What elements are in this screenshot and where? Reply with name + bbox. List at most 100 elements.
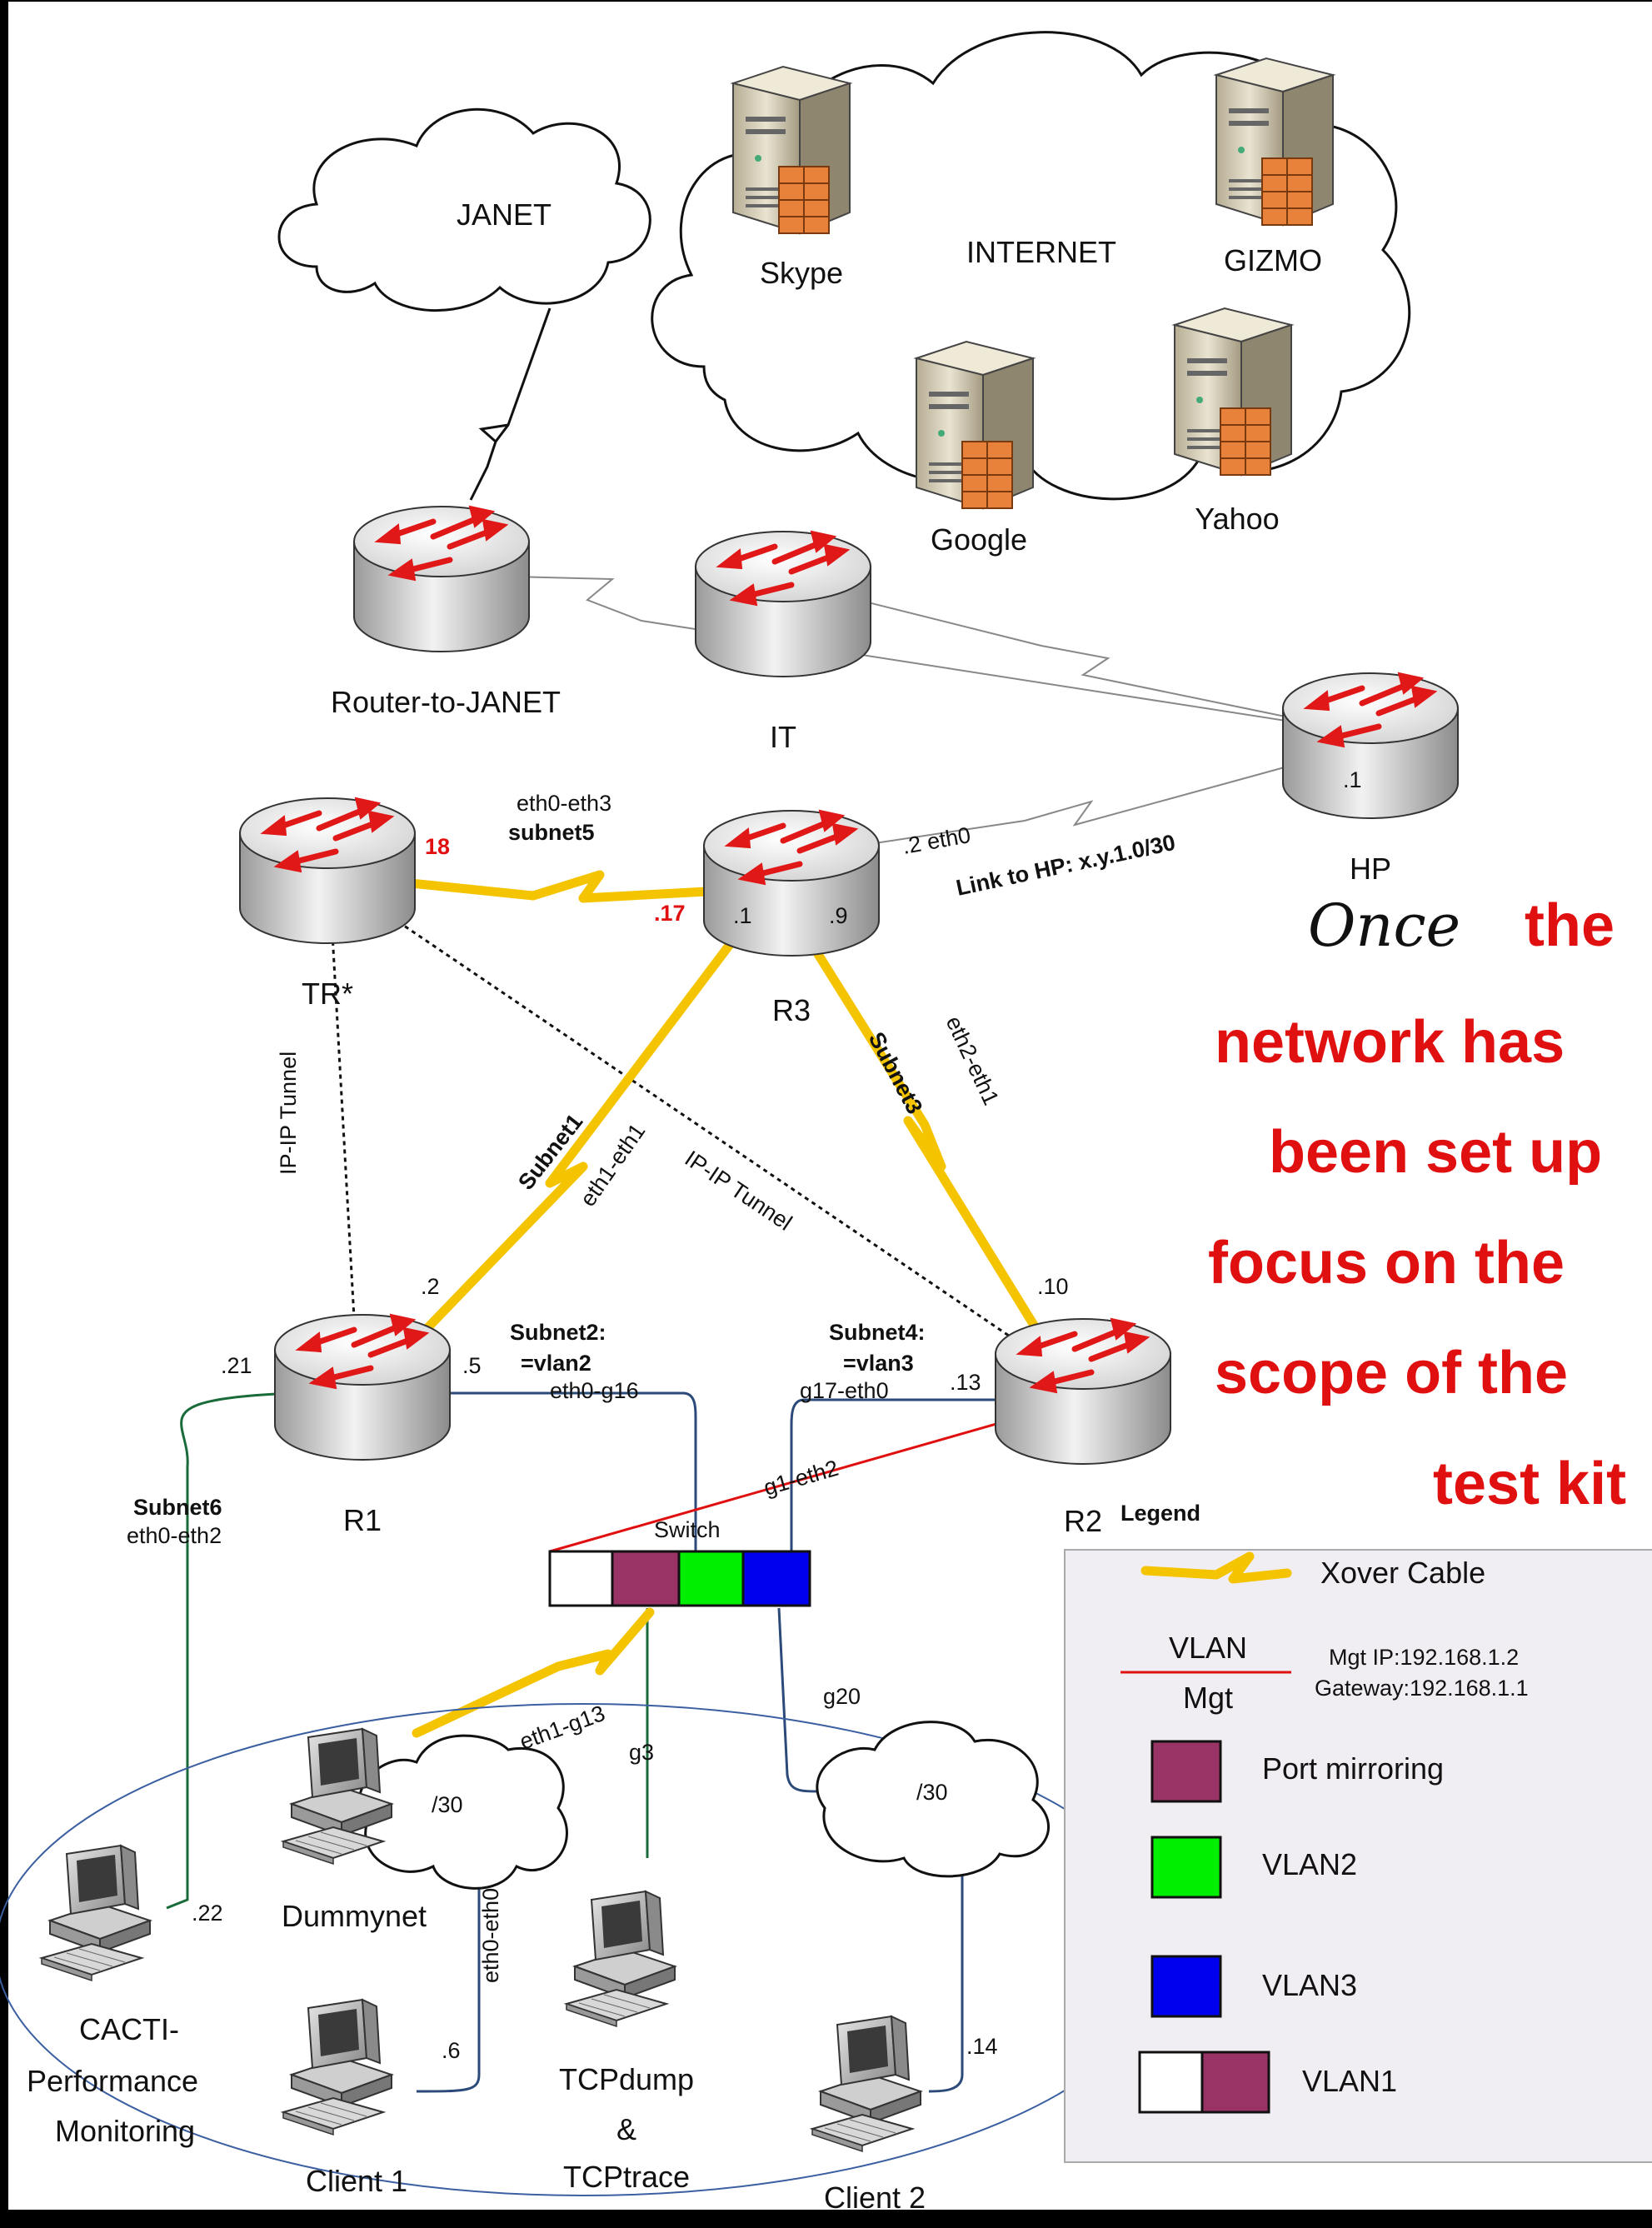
subnet2-link [433, 1391, 697, 1566]
vlan2-label: =vlan2 [521, 1351, 591, 1376]
yahoo-server-icon [1174, 307, 1292, 476]
tcpdump-label-line2: & [616, 2112, 636, 2146]
cacti-label-line1: CACTI- [79, 2012, 179, 2046]
legend-xover-label: Xover Cable [1320, 1556, 1485, 1590]
callout-line1: the [1525, 892, 1615, 959]
callout-once: Once [1308, 892, 1460, 960]
tcpdump-label-line1: TCPdump [559, 2062, 694, 2096]
legend-vlan1-swatch [1138, 2051, 1270, 2114]
switch-icon [548, 1550, 811, 1607]
legend-port-mirroring-swatch [1150, 1740, 1222, 1803]
dummynet-label: Dummynet [282, 1899, 427, 1933]
subnet5-label: subnet5 [508, 820, 595, 845]
legend-title: Legend [1120, 1501, 1200, 1526]
cacti-if-label: .22 [192, 1901, 223, 1926]
callout-line2: network has [1215, 1009, 1565, 1076]
xover-links [324, 870, 1080, 1738]
legend-vlan2-swatch [1150, 1836, 1222, 1899]
ipip-tunnel-vertical [327, 874, 360, 1392]
callout-line4: focus on the [1208, 1230, 1565, 1296]
tr-router-icon [240, 798, 415, 943]
eth0-eth2-label: eth0-eth2 [127, 1523, 222, 1548]
ipip-left-label: IP-IP Tunnel [276, 1052, 301, 1175]
gizmo-label: GIZMO [1224, 243, 1322, 277]
r2-if10-label: .10 [1037, 1274, 1069, 1299]
g17-eth0-label: g17-eth0 [800, 1378, 889, 1403]
wan-serial-links [441, 574, 1367, 859]
legend-xover-icon [1140, 1551, 1292, 1584]
switch-label: Switch [654, 1517, 721, 1542]
it-router-icon [696, 532, 871, 677]
tr-if-label: 18 [425, 834, 450, 859]
legend-mgt-label: Mgt [1183, 1681, 1233, 1715]
subnet4-link [790, 1398, 1050, 1566]
eth0-eth0-link [416, 1854, 481, 2093]
it-label: IT [770, 720, 796, 754]
internet-label: INTERNET [966, 235, 1116, 269]
r2-router-icon [996, 1319, 1170, 1464]
janet-serial-link [469, 307, 551, 501]
tr-label: TR* [302, 977, 353, 1011]
r3-label: R3 [772, 993, 811, 1027]
skype-label: Skype [760, 256, 843, 290]
hp-label: HP [1350, 852, 1391, 886]
subnet6-label: Subnet6 [133, 1495, 222, 1520]
google-server-icon [916, 341, 1034, 509]
gizmo-server-icon [1215, 57, 1334, 226]
cacti-label-line2: Performance [27, 2064, 198, 2098]
cacti-label-line3: Monitoring [55, 2114, 195, 2148]
callout-line6: test kit [1433, 1451, 1626, 1517]
janet-cloud-icon [277, 107, 651, 312]
client2-link [928, 1854, 964, 2093]
callout-line5: scope of the [1215, 1340, 1568, 1406]
r1-label: R1 [343, 1503, 382, 1537]
google-label: Google [931, 522, 1027, 557]
subnet6-link [166, 1390, 351, 1910]
subnet-left-label: /30 [432, 1792, 463, 1817]
vlan3-label: =vlan3 [843, 1351, 914, 1376]
r3-if1-label: .1 [733, 903, 752, 928]
legend-gateway: Gateway:192.168.1.1 [1315, 1676, 1529, 1701]
yahoo-label: Yahoo [1195, 502, 1279, 536]
hp-if-label: .1 [1343, 767, 1362, 792]
subnet-right-label: /30 [916, 1780, 948, 1805]
eth0-g16-label: eth0-g16 [550, 1378, 639, 1403]
g20-label: g20 [823, 1684, 861, 1709]
subnet4-label: Subnet4: [829, 1320, 926, 1345]
legend-vlan1-label: VLAN1 [1302, 2064, 1397, 2098]
r3-left-if-label: .17 [654, 901, 686, 926]
eth0-eth3-label: eth0-eth3 [517, 791, 611, 816]
client2-cloud-icon [816, 1721, 1050, 1878]
router-janet-icon [354, 507, 529, 652]
skype-server-icon [732, 66, 851, 234]
r3-if9-label: .9 [829, 903, 848, 928]
r1-router-icon [275, 1315, 450, 1460]
legend-vlan3-label: VLAN3 [1262, 1968, 1357, 2002]
client1-if-label: .6 [442, 2038, 461, 2063]
r1-if5-label: .5 [462, 1353, 482, 1378]
client2-if-label: .14 [966, 2034, 998, 2059]
g1-eth2-link [549, 1402, 1067, 1553]
r1-if2-label: .2 [421, 1274, 440, 1299]
r1-if21-label: .21 [221, 1353, 252, 1378]
subnet2-label: Subnet2: [510, 1320, 606, 1345]
legend-vlan2-label: VLAN2 [1262, 1847, 1357, 1881]
hp-router-icon [1283, 673, 1458, 818]
legend-vlan-label: VLAN [1169, 1631, 1247, 1665]
router-janet-label: Router-to-JANET [331, 685, 561, 719]
ipip-tunnel-diagonal [328, 873, 1080, 1385]
client1-label: Client 1 [306, 2164, 407, 2198]
g20-link [777, 1607, 821, 1793]
legend-vlan3-swatch [1150, 1955, 1222, 2018]
dummynet-cloud-icon [357, 1734, 568, 1890]
client2-label: Client 2 [824, 2181, 926, 2215]
legend-port-mirroring-label: Port mirroring [1262, 1751, 1444, 1786]
tcpdump-label-line3: TCPtrace [563, 2160, 690, 2194]
r2-if13-label: .13 [950, 1370, 981, 1395]
legend-mgt-ip: Mgt IP:192.168.1.2 [1329, 1645, 1519, 1670]
eth0-eth0-label: eth0-eth0 [478, 1888, 503, 1983]
r2-label: R2 [1064, 1504, 1102, 1538]
r3-router-icon [704, 811, 879, 956]
callout-line3: been set up [1269, 1119, 1602, 1186]
